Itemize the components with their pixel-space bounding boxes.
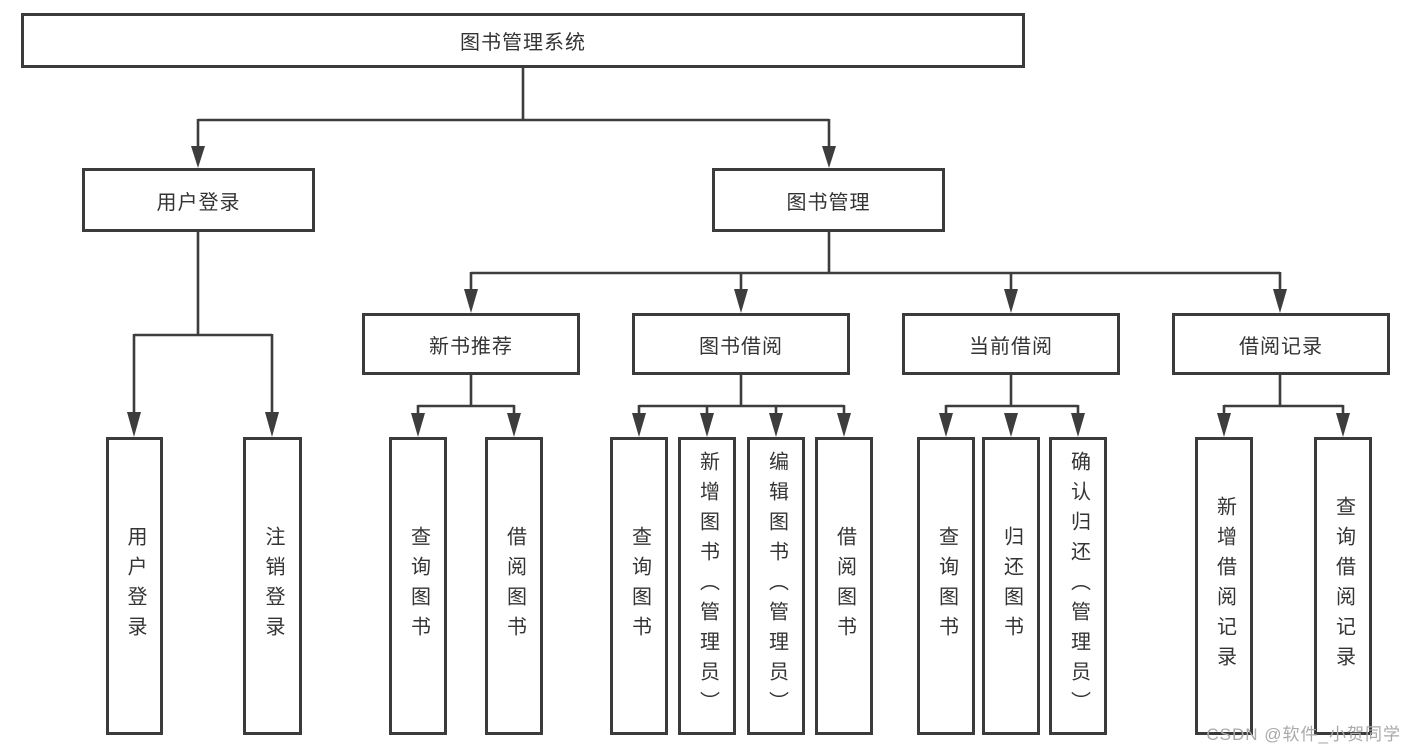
leaf-label: 用户登录 xyxy=(124,526,146,646)
node-current-borrow: 当前借阅 xyxy=(902,313,1120,375)
connector-root-to-level2 xyxy=(191,66,836,168)
leaf-label: 编辑图书（管理员） xyxy=(765,451,788,721)
node-library-management-system: 图书管理系统 xyxy=(21,13,1025,68)
leaf-return-book: 归还图书 xyxy=(982,437,1040,735)
leaf-borrow-books-recommend: 借阅图书 xyxy=(485,437,543,735)
connector-book-management-to-level3 xyxy=(464,232,1287,313)
node-label: 新书推荐 xyxy=(429,335,513,358)
node-label: 用户登录 xyxy=(156,191,241,214)
node-borrow-records: 借阅记录 xyxy=(1172,313,1390,375)
node-label: 图书借阅 xyxy=(699,335,783,358)
connector-book-borrow-to-leaves xyxy=(632,375,851,437)
node-label: 当前借阅 xyxy=(969,335,1053,358)
leaf-confirm-return-admin: 确认归还（管理员） xyxy=(1049,437,1107,735)
leaf-label: 查询图书 xyxy=(935,526,958,646)
leaf-borrow-books: 借阅图书 xyxy=(815,437,873,735)
leaf-add-borrow-record: 新增借阅记录 xyxy=(1195,437,1253,735)
leaf-label: 查询借阅记录 xyxy=(1332,496,1355,676)
leaf-label: 确认归还（管理员） xyxy=(1067,451,1090,721)
leaf-add-book-admin: 新增图书（管理员） xyxy=(678,437,736,735)
leaf-user-login: 用户登录 xyxy=(106,437,163,735)
leaf-query-books-borrow: 查询图书 xyxy=(610,437,668,735)
leaf-label: 查询图书 xyxy=(628,526,651,646)
leaf-label: 借阅图书 xyxy=(833,526,856,646)
csdn-watermark: CSDN @软件_小贺同学 xyxy=(1206,725,1401,744)
node-book-borrow: 图书借阅 xyxy=(632,313,850,375)
node-new-book-recommend: 新书推荐 xyxy=(362,313,580,375)
leaf-label: 新增图书（管理员） xyxy=(696,451,719,721)
node-book-management: 图书管理 xyxy=(712,168,945,232)
leaf-query-borrow-record: 查询借阅记录 xyxy=(1314,437,1372,735)
leaf-label: 新增借阅记录 xyxy=(1213,496,1236,676)
node-label: 图书管理系统 xyxy=(460,32,586,54)
connector-current-borrow-to-leaves xyxy=(939,375,1085,437)
leaf-label: 借阅图书 xyxy=(503,526,526,646)
node-user-login: 用户登录 xyxy=(82,168,315,232)
connector-borrow-records-to-leaves xyxy=(1217,375,1350,437)
connector-user-login-to-leaves xyxy=(127,232,279,437)
connector-new-book-to-leaves xyxy=(411,375,521,437)
leaf-logout: 注销登录 xyxy=(243,437,302,735)
leaf-label: 查询图书 xyxy=(407,526,430,646)
leaf-query-books-recommend: 查询图书 xyxy=(389,437,447,735)
leaf-label: 归还图书 xyxy=(1000,526,1023,646)
leaf-query-books-current: 查询图书 xyxy=(917,437,975,735)
node-label: 图书管理 xyxy=(786,191,871,214)
node-label: 借阅记录 xyxy=(1239,335,1323,358)
leaf-label: 注销登录 xyxy=(262,526,284,646)
leaf-edit-book-admin: 编辑图书（管理员） xyxy=(747,437,805,735)
